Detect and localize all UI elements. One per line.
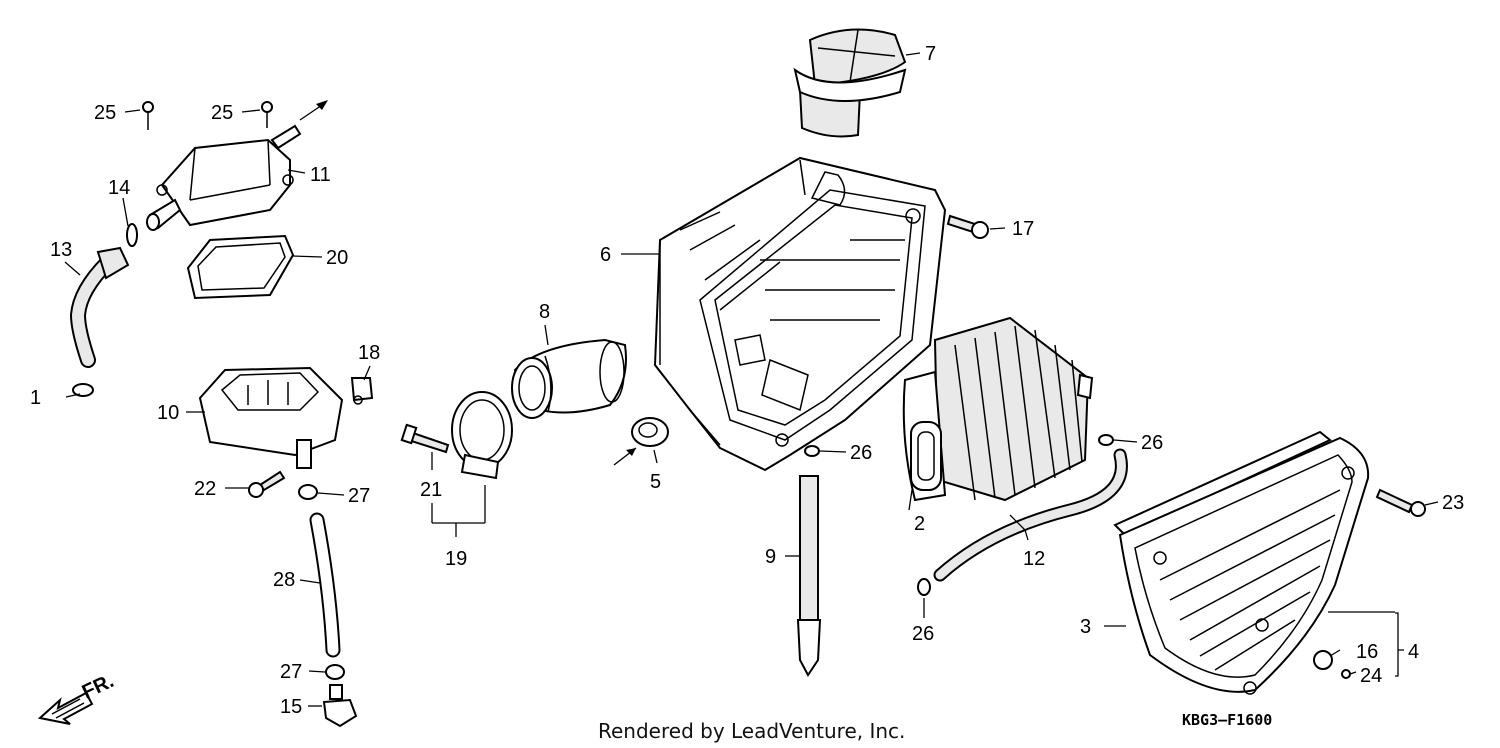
part-16-collar [1313,650,1333,670]
part-25-screw-left [142,101,154,130]
diagram-code: KBG3–F1600 [1182,711,1272,729]
callout-6: 6 [600,244,611,266]
front-direction-arrow [37,691,94,725]
part-17-bolt [946,214,989,239]
callout-18: 18 [358,342,380,364]
part-23-bolt [1375,488,1426,517]
callout-25-left: 25 [94,102,116,124]
callout-22: 22 [194,478,216,500]
leader-lines [64,52,1439,707]
part-24-screw [1341,669,1351,679]
part-7-intake-cover [793,28,907,138]
callout-25-right: 25 [211,102,233,124]
part-3-4-side-cover [1113,430,1370,695]
part-27-clip-upper [298,484,318,500]
callout-5: 5 [650,471,661,493]
callout-9: 9 [765,546,776,568]
part-26-clip-a [804,445,820,457]
callout-12: 12 [1023,548,1045,570]
callout-15: 15 [280,696,302,718]
part-9-drain-tube [796,475,822,677]
callout-16: 16 [1356,641,1378,663]
part-12-tube [933,448,1128,582]
callout-27-upper: 27 [348,485,370,507]
callout-2: 2 [914,513,925,535]
part-14-clip [126,223,138,247]
part-28-tube [309,512,341,658]
part-25-screw-right [261,101,273,128]
part-20-gasket [186,234,295,300]
callout-21: 21 [420,479,442,501]
callout-19: 19 [445,548,467,570]
part-6-air-cleaner-case [653,156,947,472]
callout-26-tube: 26 [912,623,934,645]
callout-11: 11 [310,164,331,186]
callout-23: 23 [1442,492,1464,514]
callout-13: 13 [50,239,72,261]
part-21-bolt [400,423,450,454]
part-1-clip [72,383,94,397]
part-8-connecting-tube [511,338,627,419]
callout-17: 17 [1012,218,1034,240]
part-11-breather-cover [146,124,302,231]
callout-4: 4 [1408,641,1419,663]
callout-3: 3 [1080,616,1091,638]
callout-8: 8 [539,301,550,323]
part-2-air-cleaner-element [902,316,1094,502]
part-5-grommet [631,417,669,447]
flow-arrowhead-5 [626,448,636,456]
part-26-clip-c [917,578,931,596]
callout-7: 7 [925,43,936,65]
callout-26-case: 26 [850,442,872,464]
callout-27-lower: 27 [280,661,302,683]
footer-credit: Rendered by LeadVenture, Inc. [598,719,905,743]
callout-28: 28 [273,569,295,591]
part-22-bolt [248,470,286,498]
flow-arrowhead-11 [316,100,328,110]
callout-26-element: 26 [1141,432,1163,454]
part-19-band [451,391,513,480]
part-15-plug [322,684,358,728]
part-27-clip-lower [325,664,345,680]
part-26-clip-b [1098,434,1114,446]
callout-20: 20 [326,247,348,269]
callout-10: 10 [157,402,179,424]
part-18-clip-nut [350,377,374,405]
callout-1: 1 [30,387,41,409]
callout-24: 24 [1360,665,1382,687]
part-10-breather-base [198,366,344,469]
callout-14: 14 [108,177,130,199]
part-13-breather-tube [69,246,130,368]
